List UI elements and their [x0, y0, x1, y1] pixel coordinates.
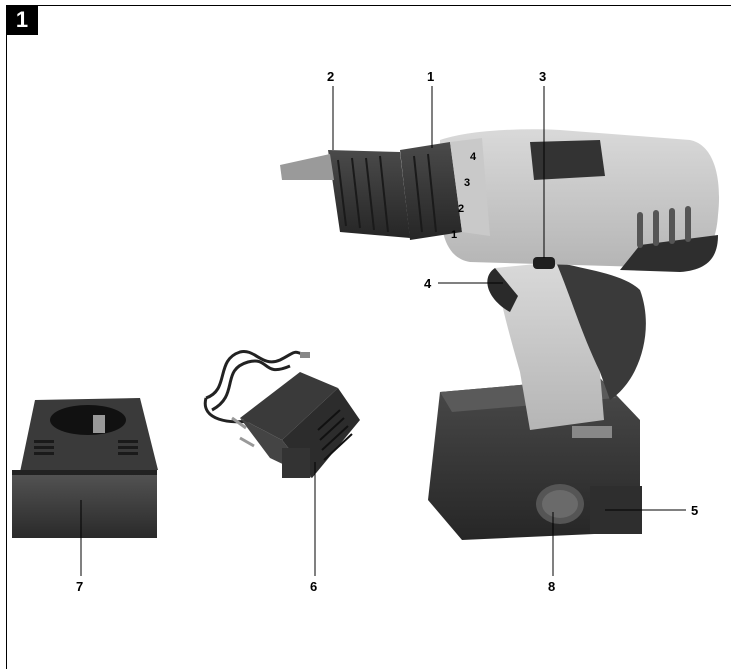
callout-6: 6 — [310, 579, 318, 594]
charging-base — [12, 398, 158, 538]
callout-3: 3 — [539, 69, 547, 84]
callout-4: 4 — [424, 276, 432, 291]
callout-7: 7 — [76, 579, 84, 594]
figure-frame — [6, 5, 731, 669]
torque-mark: 1 — [451, 229, 457, 241]
callout-2: 2 — [327, 69, 335, 84]
direction-switch — [533, 257, 555, 269]
figure-number-badge: 1 — [6, 5, 38, 35]
torque-mark: 3 — [464, 177, 470, 189]
torque-mark: 2 — [458, 203, 464, 215]
callout-5: 5 — [691, 503, 699, 518]
callout-leaders — [80, 86, 686, 576]
trigger-switch — [487, 268, 518, 312]
callout-8: 8 — [548, 579, 556, 594]
power-adapter — [203, 350, 360, 478]
drill-handle — [495, 262, 604, 430]
cordless-drill — [280, 129, 720, 540]
torque-mark: 4 — [470, 151, 477, 163]
drill-housing — [440, 129, 720, 268]
callout-1: 1 — [427, 69, 435, 84]
